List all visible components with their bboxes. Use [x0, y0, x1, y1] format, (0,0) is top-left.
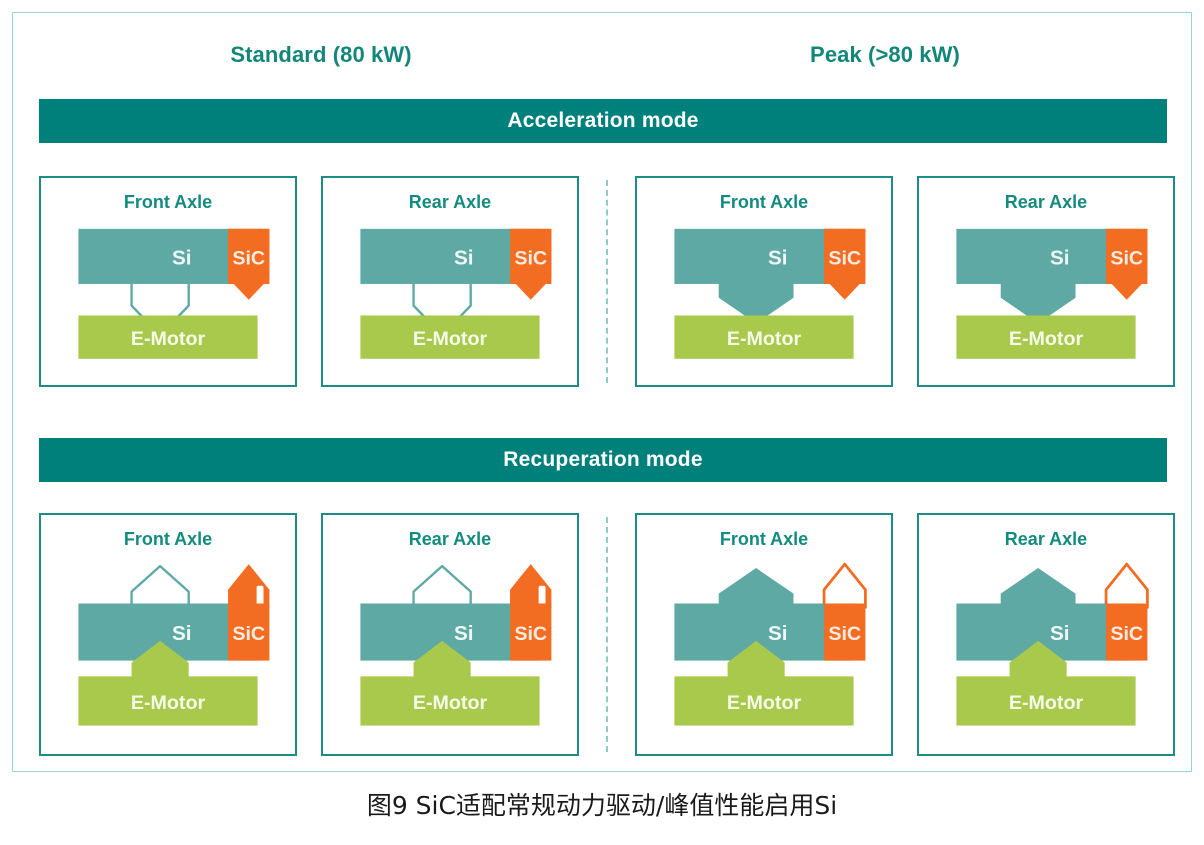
cell-recup-standard-front: Front Axle Si SiC E-Motor	[39, 513, 297, 756]
si-label: Si	[172, 622, 192, 645]
emotor-label: E-Motor	[131, 692, 206, 714]
si-arrow-up	[1000, 568, 1076, 608]
figure-caption: 图9 SiC适配常规动力驱动/峰值性能启用Si	[366, 791, 838, 820]
sic-label: SiC	[1110, 247, 1143, 269]
cell-title: Rear Axle	[408, 529, 492, 549]
si-label: Si	[1050, 622, 1070, 645]
sic-label: SiC	[1110, 623, 1143, 645]
emotor-arrow-up	[1009, 640, 1067, 681]
sic-arrow-notch	[538, 585, 546, 608]
si-label: Si	[768, 246, 788, 269]
sic-label: SiC	[514, 247, 547, 269]
sic-arrow-notch	[256, 585, 264, 608]
emotor-label: E-Motor	[413, 692, 488, 714]
si-label: Si	[454, 246, 474, 269]
emotor-label: E-Motor	[727, 692, 802, 714]
cell-row-acceleration: Front Axle Si SiC E-Motor Rear Axle Si SiC E…	[39, 176, 1175, 387]
sic-label: SiC	[828, 623, 861, 645]
column-header-standard: Standard (80 kW)	[230, 42, 412, 67]
emotor-block	[674, 315, 854, 359]
column-divider-wrap	[579, 176, 635, 387]
si-arrow-up	[412, 564, 472, 609]
column-divider-dashed	[606, 517, 608, 752]
sic-block	[510, 228, 552, 284]
emotor-arrow-up	[131, 640, 189, 681]
cell-title: Front Axle	[719, 192, 809, 212]
si-block	[956, 228, 1136, 284]
emotor-block	[956, 315, 1136, 359]
column-divider-wrap	[579, 513, 635, 756]
stack-diagram: Si SiC E-Motor	[919, 178, 1173, 385]
sic-block	[824, 603, 866, 661]
cell-recup-standard-rear: Rear Axle Si SiC E-Motor	[321, 513, 579, 756]
sic-block	[228, 603, 270, 661]
emotor-arrow-up	[413, 640, 471, 681]
stack-diagram: Si SiC E-Motor	[41, 178, 295, 385]
stack-diagram: Si SiC E-Motor	[637, 515, 891, 754]
stack-diagram: Si SiC E-Motor	[323, 515, 577, 754]
sic-block	[824, 228, 866, 284]
si-arrow-down	[1000, 278, 1076, 324]
sic-arrow-up-outline	[1104, 562, 1149, 609]
emotor-block	[360, 676, 540, 726]
sic-label: SiC	[828, 247, 861, 269]
stack-diagram: Si SiC E-Motor	[919, 515, 1173, 754]
cell-title: Rear Axle	[1004, 192, 1088, 212]
emotor-block	[956, 676, 1136, 726]
emotor-label: E-Motor	[727, 328, 802, 350]
emotor-block	[78, 676, 258, 726]
cell-accel-peak-rear: Rear Axle Si SiC E-Motor	[917, 176, 1175, 387]
emotor-block	[360, 315, 540, 359]
stack-diagram: Si SiC E-Motor	[323, 178, 577, 385]
emotor-block	[674, 676, 854, 726]
emotor-block	[78, 315, 258, 359]
si-label: Si	[172, 246, 192, 269]
si-label: Si	[1050, 246, 1070, 269]
cell-title: Rear Axle	[1004, 529, 1088, 549]
cell-accel-standard-front: Front Axle Si SiC E-Motor	[39, 176, 297, 387]
stack-diagram: Si SiC E-Motor	[41, 515, 295, 754]
column-header-peak: Peak (>80 kW)	[810, 42, 960, 67]
stack-diagram: Si SiC E-Motor	[637, 178, 891, 385]
sic-label: SiC	[232, 247, 265, 269]
si-label: Si	[768, 622, 788, 645]
si-label: Si	[454, 622, 474, 645]
figure-frame: Standard (80 kW) Peak (>80 kW) Accelerat…	[12, 12, 1192, 772]
si-arrow-up	[718, 568, 794, 608]
cell-accel-peak-front: Front Axle Si SiC E-Motor	[635, 176, 893, 387]
emotor-label: E-Motor	[413, 328, 488, 350]
column-divider-dashed	[606, 180, 608, 383]
sic-block	[510, 603, 552, 661]
emotor-label: E-Motor	[1009, 328, 1084, 350]
column-headers: Standard (80 kW) Peak (>80 kW)	[39, 31, 1167, 79]
cell-accel-standard-rear: Rear Axle Si SiC E-Motor	[321, 176, 579, 387]
mode-band-recuperation: Recuperation mode	[39, 438, 1167, 482]
cell-row-recuperation: Front Axle Si SiC E-Motor Rear Axle Si SiC E…	[39, 513, 1175, 756]
sic-label: SiC	[514, 623, 547, 645]
cell-title: Rear Axle	[408, 192, 492, 212]
cell-title: Front Axle	[123, 192, 213, 212]
si-arrow-down	[718, 278, 794, 324]
sic-block	[228, 228, 270, 284]
cell-recup-peak-front: Front Axle Si SiC E-Motor	[635, 513, 893, 756]
emotor-label: E-Motor	[1009, 692, 1084, 714]
cell-title: Front Axle	[123, 529, 213, 549]
sic-block	[1106, 228, 1148, 284]
sic-label: SiC	[232, 623, 265, 645]
si-arrow-up	[130, 564, 190, 609]
mode-band-acceleration: Acceleration mode	[39, 99, 1167, 143]
si-block	[360, 228, 540, 284]
si-block	[78, 228, 258, 284]
sic-block	[1106, 603, 1148, 661]
sic-arrow-up-outline	[822, 562, 867, 609]
si-block	[674, 228, 854, 284]
emotor-arrow-up	[727, 640, 785, 681]
emotor-label: E-Motor	[131, 328, 206, 350]
cell-title: Front Axle	[719, 529, 809, 549]
cell-recup-peak-rear: Rear Axle Si SiC E-Motor	[917, 513, 1175, 756]
